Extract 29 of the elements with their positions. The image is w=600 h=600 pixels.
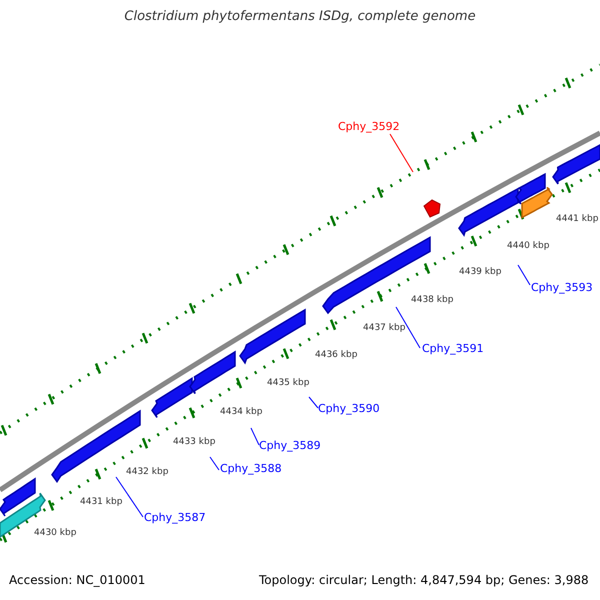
position-label: 4437 kbp <box>363 323 406 334</box>
leader-line <box>390 134 414 172</box>
diagram-title: Clostridium phytofermentans ISDg, complete genome <box>123 10 477 25</box>
position-label: 4436 kbp <box>315 350 358 360</box>
leader-line <box>116 476 144 518</box>
gene-label: Cphy_3592 <box>338 121 400 134</box>
position-label: 4432 kbp <box>126 467 168 478</box>
position-label: 4438 kbp <box>411 295 454 306</box>
position-label: 4440 kbp <box>507 241 550 252</box>
leader-line <box>250 428 260 446</box>
gene-label: Cphy_3593 <box>531 282 593 295</box>
leader-line <box>308 396 318 408</box>
position-label: 4439 kbp <box>459 267 502 278</box>
leader-line <box>396 306 420 348</box>
position-label: 4430 kbp <box>34 528 76 538</box>
leader-line <box>210 456 220 470</box>
gene-label: Cphy_3590 <box>318 403 380 416</box>
topology-text: Topology: circular; Length: 4,847,594 bp; Genes: 3,988 <box>259 574 589 588</box>
position-label: 4435 kbp <box>267 378 310 388</box>
position-label: 4431 kbp <box>80 497 122 508</box>
leader-line <box>518 264 530 286</box>
gene-label: Cphy_3588 <box>220 463 282 476</box>
gene-label: Cphy_3591 <box>422 343 484 356</box>
accession-text: Accession: NC_010001 <box>9 574 146 588</box>
gene-label: Cphy_3587 <box>144 512 206 525</box>
position-label: 4441 kbp <box>556 214 598 224</box>
position-label: 4434 kbp <box>220 407 262 418</box>
gene-label: Cphy_3589 <box>259 440 321 453</box>
position-label: 4433 kbp <box>173 437 216 448</box>
